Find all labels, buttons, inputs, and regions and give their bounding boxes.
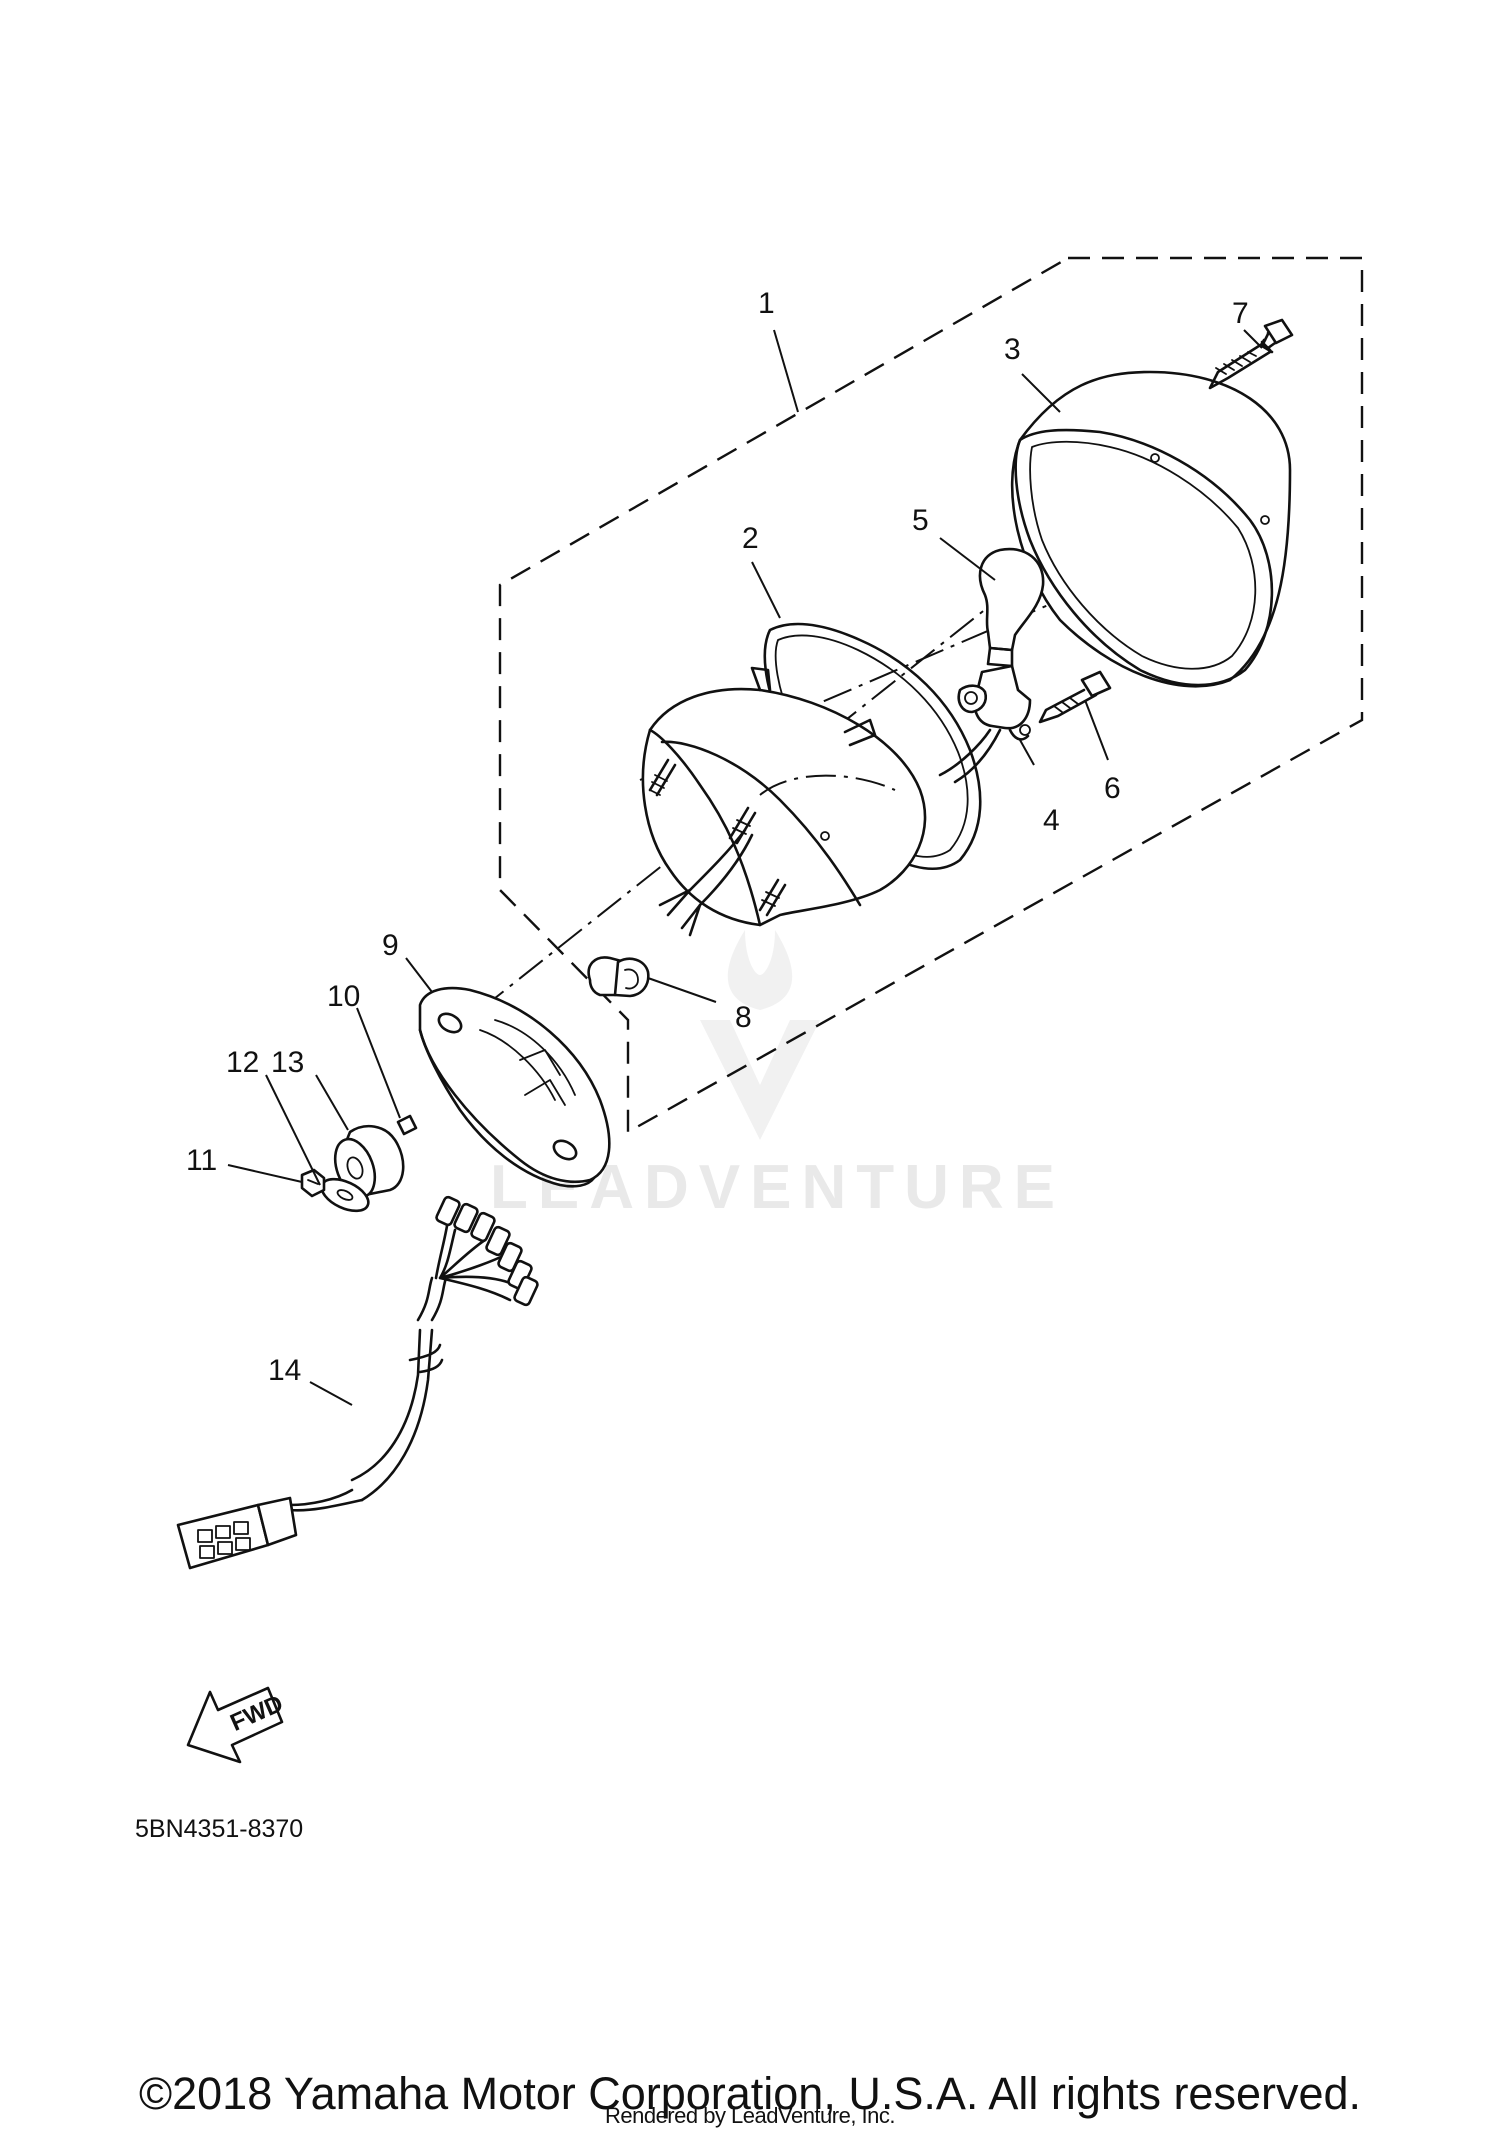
part-3-lens	[1010, 370, 1292, 688]
part-8-grommet	[587, 956, 650, 998]
part-9-base-plate	[418, 986, 611, 1188]
fwd-direction-arrow: FWD	[186, 1686, 287, 1764]
copyright-notice: ©2018 Yamaha Motor Corporation, U.S.A. A…	[138, 2068, 1362, 2119]
connector-terminals	[435, 1195, 539, 1307]
callout-14: 14	[268, 1354, 301, 1387]
callout-1: 1	[758, 287, 775, 320]
callout-10: 10	[327, 980, 360, 1013]
part-10-spacer	[396, 1114, 418, 1136]
assembly-boundary	[498, 256, 1364, 1135]
callout-13: 13	[271, 1046, 304, 1079]
leadventure-logo-icon	[700, 930, 820, 1140]
callout-4: 4	[1043, 804, 1060, 837]
rendered-by-notice: Rendered by LeadVenture, Inc.	[604, 2103, 896, 2128]
part-11-nut	[300, 1168, 326, 1198]
callout-12: 12	[226, 1046, 259, 1079]
callout-leaders	[227, 329, 1263, 1406]
callout-8: 8	[735, 1001, 752, 1034]
callout-2: 2	[742, 522, 759, 555]
part-7-screw	[1208, 318, 1294, 390]
part-1-housing	[641, 666, 927, 937]
part-14-wire-harness	[176, 1195, 539, 1570]
callout-7: 7	[1232, 297, 1249, 330]
callout-5: 5	[912, 504, 929, 537]
part-6-screw	[1038, 670, 1112, 724]
part-4-socket	[938, 664, 1032, 784]
callout-3: 3	[1004, 333, 1021, 366]
reference-code: 5BN4351-8370	[135, 1815, 303, 1843]
callout-9: 9	[382, 929, 399, 962]
callout-11: 11	[186, 1144, 217, 1177]
part-5-bulb	[978, 547, 1045, 668]
callout-6: 6	[1104, 772, 1121, 805]
callout-numbers: 1 2 3 4 5 6 7 8 9 10 11 12 13 14	[186, 287, 1249, 1387]
harness-connector-plug	[176, 1496, 298, 1570]
